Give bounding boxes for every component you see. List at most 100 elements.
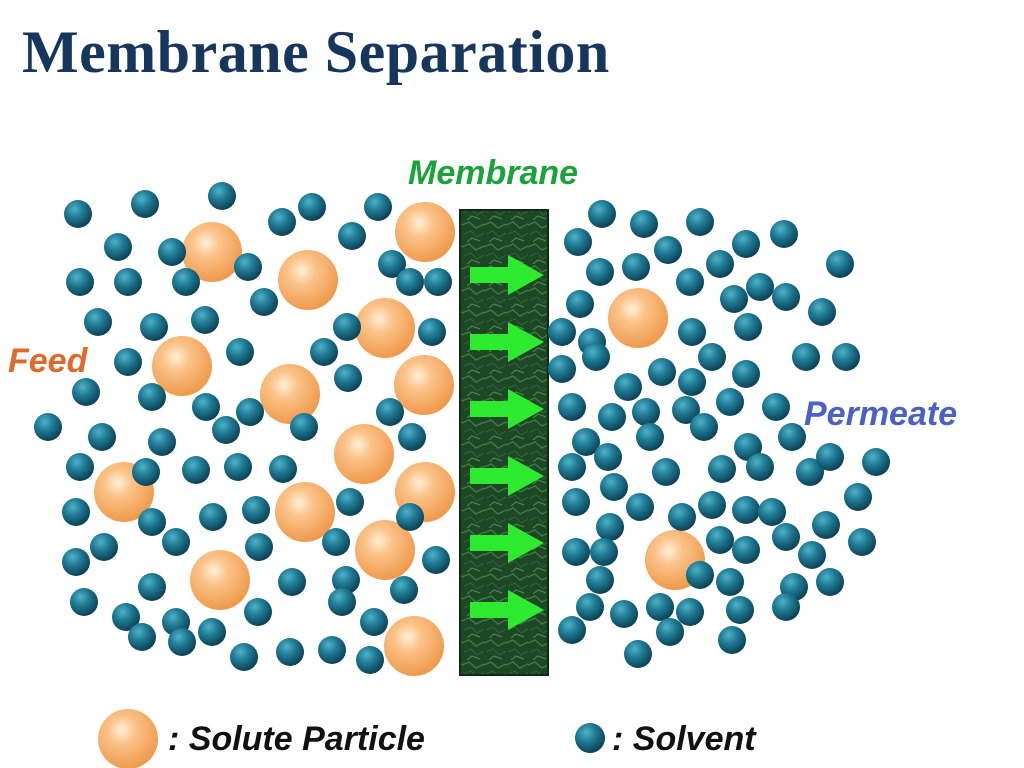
solvent-particle [772, 283, 800, 311]
solvent-particle [72, 378, 100, 406]
solvent-particle [586, 258, 614, 286]
solvent-particle [598, 403, 626, 431]
solvent-particle [686, 208, 714, 236]
solvent-particle [594, 443, 622, 471]
solvent-particle [734, 313, 762, 341]
solvent-particle [84, 308, 112, 336]
solvent-particle [746, 453, 774, 481]
solvent-particle [208, 182, 236, 210]
flow-arrow-icon [470, 523, 544, 563]
solvent-particle [596, 513, 624, 541]
solute-particle [334, 424, 394, 484]
solvent-particle [676, 268, 704, 296]
solute-particle [275, 482, 335, 542]
solvent-particle [66, 268, 94, 296]
solvent-particle [758, 498, 786, 526]
solvent-particle [212, 416, 240, 444]
solvent-particle [396, 503, 424, 531]
solvent-particle [848, 528, 876, 556]
solvent-particle [772, 523, 800, 551]
solvent-particle [672, 396, 700, 424]
solvent-particle [310, 338, 338, 366]
flow-arrows [470, 255, 544, 630]
solvent-particle [708, 455, 736, 483]
solvent-particle [624, 640, 652, 668]
solvent-particle [332, 566, 360, 594]
flow-arrow-icon [470, 590, 544, 630]
membrane [459, 209, 549, 676]
solvent-particle [104, 233, 132, 261]
solvent-particle [62, 498, 90, 526]
solvent-particle [138, 383, 166, 411]
solvent-particle [192, 393, 220, 421]
solvent-particle [648, 358, 676, 386]
solvent-particle [564, 228, 592, 256]
legend-solute-icon [98, 709, 158, 768]
solvent-particle [562, 538, 590, 566]
solvent-particle [558, 616, 586, 644]
solvent-particle [668, 503, 696, 531]
solvent-particle [678, 318, 706, 346]
solvent-particle [558, 393, 586, 421]
legend-solvent-label: : Solvent [612, 720, 756, 758]
solute-particle [395, 202, 455, 262]
solvent-particle [364, 193, 392, 221]
solvent-particle [62, 548, 90, 576]
solvent-particle [396, 268, 424, 296]
feed-label: Feed [8, 342, 88, 380]
solvent-particle [716, 568, 744, 596]
solute-particle [394, 355, 454, 415]
solvent-particle [558, 453, 586, 481]
solvent-particle [816, 568, 844, 596]
solvent-particle [686, 561, 714, 589]
solvent-particle [614, 373, 642, 401]
solvent-particle [732, 536, 760, 564]
solvent-particle [140, 313, 168, 341]
solvent-particle [64, 200, 92, 228]
solvent-particle [630, 210, 658, 238]
solvent-particle [732, 230, 760, 258]
solvent-particle [245, 533, 273, 561]
solvent-particle [172, 268, 200, 296]
solvent-particle [322, 528, 350, 556]
solvent-particle [726, 596, 754, 624]
solvent-particle [582, 343, 610, 371]
solute-particle [190, 550, 250, 610]
solvent-particle [182, 456, 210, 484]
solvent-particle [276, 638, 304, 666]
solvent-particle [418, 318, 446, 346]
solvent-particle [832, 343, 860, 371]
solvent-particle [90, 533, 118, 561]
solvent-particle [716, 388, 744, 416]
solvent-particle [778, 423, 806, 451]
solvent-particle [600, 473, 628, 501]
solvent-particle [356, 646, 384, 674]
solvent-particle [199, 503, 227, 531]
legend-solute-label: : Solute Particle [168, 720, 425, 758]
solvent-particle [250, 288, 278, 316]
solvent-particle [138, 573, 166, 601]
membrane-label: Membrane [408, 154, 579, 192]
solute-particle [384, 616, 444, 676]
solvent-particle [114, 268, 142, 296]
solvent-particle [762, 393, 790, 421]
solvent-particle [269, 455, 297, 483]
solvent-particle [572, 428, 600, 456]
solvent-particle [244, 598, 272, 626]
solvent-particle [566, 290, 594, 318]
solvent-particle [236, 398, 264, 426]
solvent-particle [390, 576, 418, 604]
solvent-particle [690, 413, 718, 441]
solvent-particle [66, 453, 94, 481]
solvent-particle [548, 355, 576, 383]
permeate-label: Permeate [804, 395, 958, 433]
solvent-particle [424, 268, 452, 296]
solvent-particle [698, 343, 726, 371]
solvent-particle [792, 343, 820, 371]
solvent-particle [652, 458, 680, 486]
solvent-particle [34, 413, 62, 441]
solvent-particle [706, 526, 734, 554]
solute-particle [152, 336, 212, 396]
solute-particle [260, 364, 320, 424]
solvent-particle [376, 398, 404, 426]
